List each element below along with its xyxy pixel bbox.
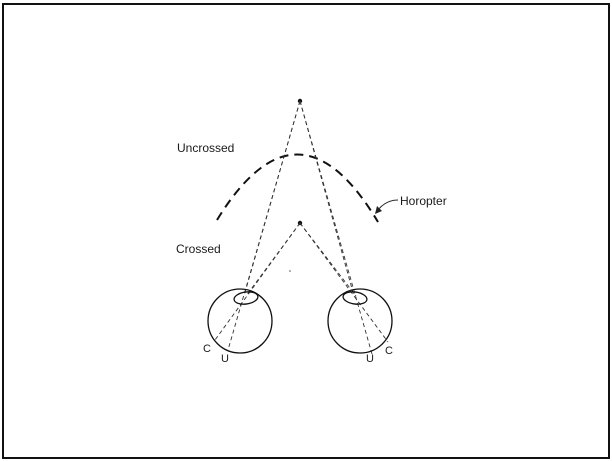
- left-eye: [207, 288, 273, 354]
- horopter-arc: [216, 153, 379, 223]
- right-eye-lens: [342, 291, 368, 305]
- left-eye-c-label: C: [203, 343, 211, 355]
- left-eye-lens: [233, 291, 259, 305]
- fixation-dot: [289, 270, 291, 272]
- crossed-label: Crossed: [176, 242, 221, 256]
- right-eye-u-label: U: [366, 353, 374, 365]
- crossed-sight-lines: [214, 222, 389, 343]
- horopter-label: Horopter: [400, 194, 447, 208]
- uncrossed-sight-lines: [227, 100, 373, 355]
- horopter-pointer: [377, 199, 399, 211]
- right-eye-c-label: C: [385, 345, 393, 357]
- left-eye-u-label: U: [221, 353, 229, 365]
- right-eye: [327, 288, 393, 354]
- horopter-pointer-arrowhead: [375, 206, 382, 214]
- uncrossed-label: Uncrossed: [177, 141, 234, 155]
